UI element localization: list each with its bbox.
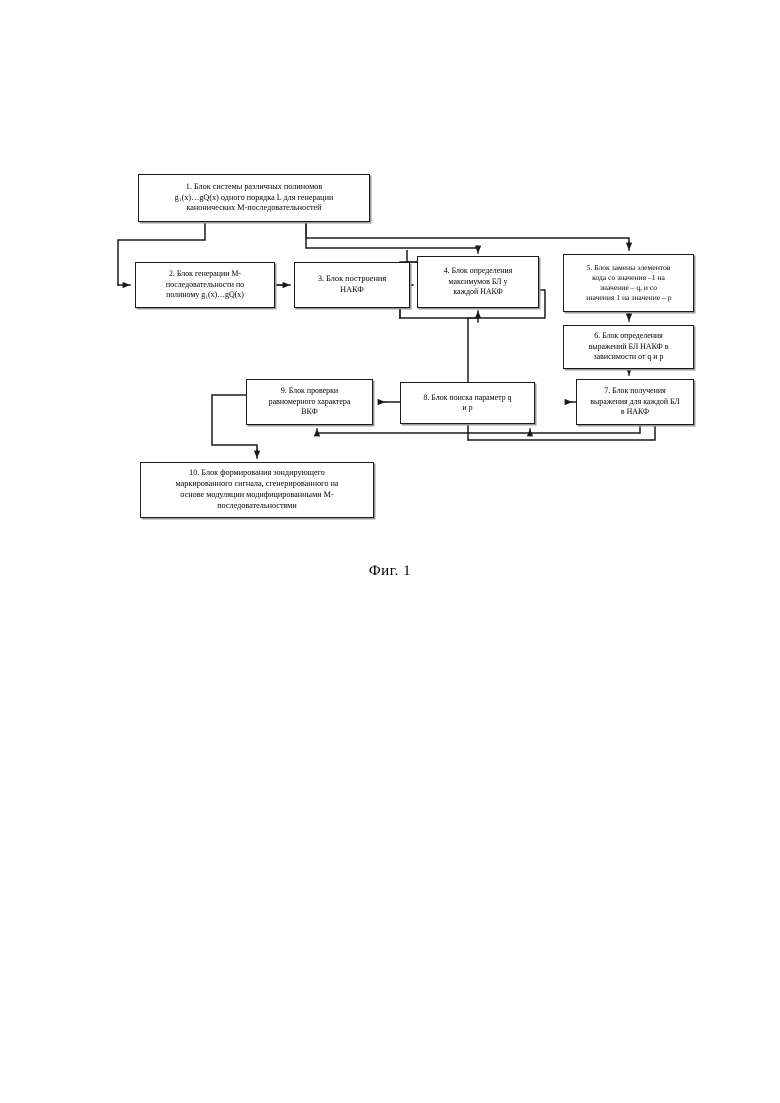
edge-7-bottom-rail-lower [467,424,656,441]
node-2-label: 2. Блок генерации М- последовательности … [165,269,245,300]
figure-caption: Фиг. 1 [368,563,412,579]
flowchart-node-6[interactable]: 6. Блок определения выражений БЛ НАКФ в … [563,325,694,369]
flowchart-node-3[interactable]: 3. Блок построения НАКФ [294,262,410,308]
flowchart-node-2[interactable]: 2. Блок генерации М- последовательности … [135,262,275,308]
edge-1-to-5 [305,221,630,247]
flowchart-node-7[interactable]: 7. Блок получения выражения для каждой Б… [576,379,694,425]
flowchart-node-10[interactable]: 10. Блок формирования зондирующего марки… [140,462,374,518]
node-5-label: 5. Блок замены элементов кода со значени… [585,262,672,303]
node-3-label: 3. Блок построения НАКФ [317,274,387,294]
node-7-label: 7. Блок получения выражения для каждой Б… [590,386,680,417]
flowchart-node-4[interactable]: 4. Блок определения максимумов БЛ у кажд… [417,256,539,308]
node-8-label: 8. Блок поиска параметр q и p [423,392,512,412]
flowchart-node-9[interactable]: 9. Блок проверки равномерного характера … [246,379,373,425]
edge-7-bottom-rail-upper [316,424,641,434]
flowchart-node-5[interactable]: 5. Блок замены элементов кода со значени… [563,254,694,312]
node-10-label: 10. Блок формирования зондирующего марки… [175,468,339,510]
flowchart-node-8[interactable]: 8. Блок поиска параметр q и p [400,382,535,424]
edge-1-to-2 [117,221,206,286]
edge-1-to-4 [305,221,479,251]
node-4-label: 4. Блок определения максимумов БЛ у кажд… [443,266,513,297]
edge-9-to-10 [211,394,258,455]
edge-4-to-2-upper [406,250,418,263]
node-9-label: 9. Блок проверки равномерного характера … [268,386,351,417]
flowchart-node-1[interactable]: 1. Блок системы различных полиномов g₁(x… [138,174,370,222]
node-6-label: 6. Блок определения выражений БЛ НАКФ в … [588,331,669,362]
node-1-label: 1. Блок системы различных полиномов g₁(x… [174,181,334,213]
